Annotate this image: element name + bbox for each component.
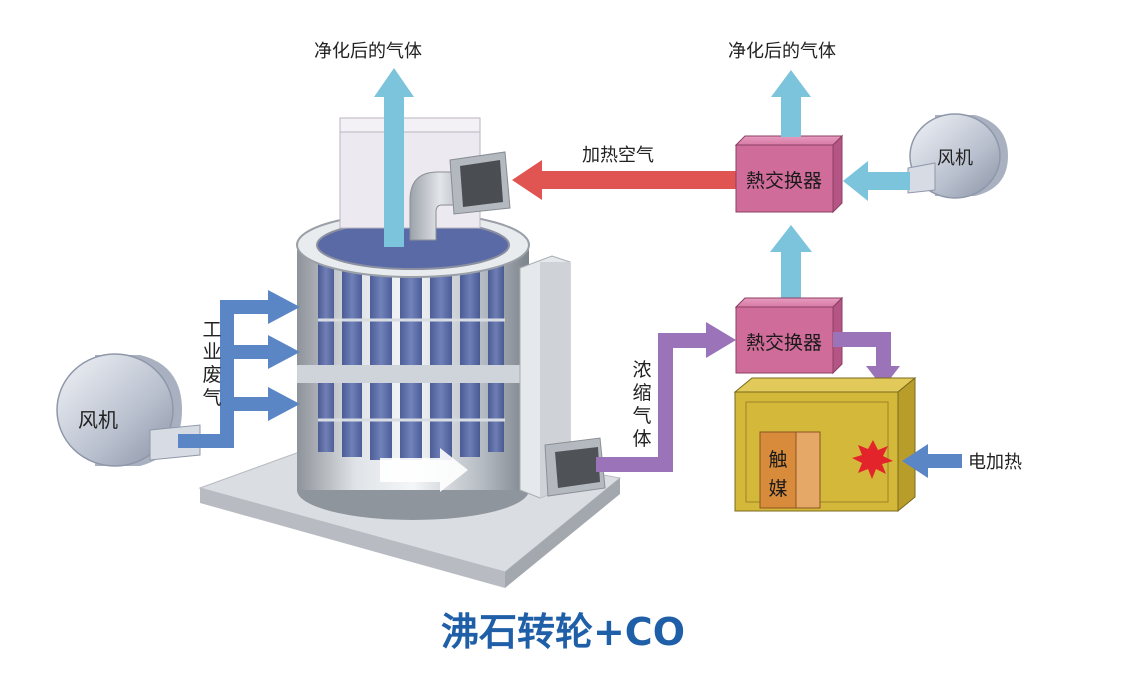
purified-gas-label-left: 净化后的气体: [314, 41, 422, 62]
catalyst-char: 触: [768, 449, 787, 471]
fan-left: [56, 353, 201, 467]
heated-air-label: 加热空气: [582, 145, 654, 166]
purified-gas-label-right: 净化后的气体: [728, 41, 836, 62]
diagram-title: 沸石转轮+CO: [441, 610, 685, 654]
exchanger-link-arrow: [770, 225, 812, 300]
concentrated-gas-char: 气: [632, 405, 651, 427]
fan-right-label: 风机: [937, 148, 973, 169]
catalyst-block: [759, 431, 821, 509]
heated-air-arrow: [512, 160, 738, 200]
industrial-exhaust-arrows: [178, 290, 300, 448]
exchanger-to-catalyst-arrow: [833, 332, 900, 388]
rotation-arrow: [380, 448, 468, 492]
concentrated-gas-char: 缩: [632, 382, 651, 404]
concentrated-gas-char: 浓: [632, 359, 651, 381]
concentrated-gas-char: 体: [632, 428, 651, 450]
heat-exchanger-bottom: [734, 296, 844, 375]
rotor-panels: [318, 262, 505, 460]
industrial-exhaust-char: 废: [202, 364, 221, 386]
heat-exchanger-bottom-label: 熱交换器: [746, 332, 822, 354]
zeolite-rotor: [296, 212, 530, 520]
top-hood: [339, 117, 511, 241]
industrial-exhaust-label: 工 业 废 气: [202, 319, 221, 409]
fan-left-label: 风机: [78, 408, 118, 432]
fresh-air-arrow: [843, 161, 910, 201]
catalyst-label: 触 媒: [768, 449, 787, 500]
electric-heating-arrow: [902, 444, 962, 478]
catalyst-char: 媒: [768, 478, 787, 500]
fan-right: [907, 113, 1008, 199]
industrial-exhaust-char: 气: [202, 387, 221, 409]
purified-gas-arrow-right: [771, 70, 811, 137]
rotor-side-housing: [519, 255, 606, 499]
purified-gas-arrow-left: [374, 68, 414, 247]
heat-burst-icon: [852, 440, 893, 479]
heat-exchanger-top-label: 熱交换器: [746, 170, 822, 192]
concentrated-gas-arrow: [596, 322, 736, 472]
heat-exchanger-top: [734, 134, 844, 214]
concentrated-gas-label: 浓 缩 气 体: [632, 359, 651, 450]
industrial-exhaust-char: 工: [202, 319, 221, 341]
industrial-exhaust-char: 业: [202, 341, 221, 363]
electric-heating-label: 电加热: [968, 452, 1022, 473]
